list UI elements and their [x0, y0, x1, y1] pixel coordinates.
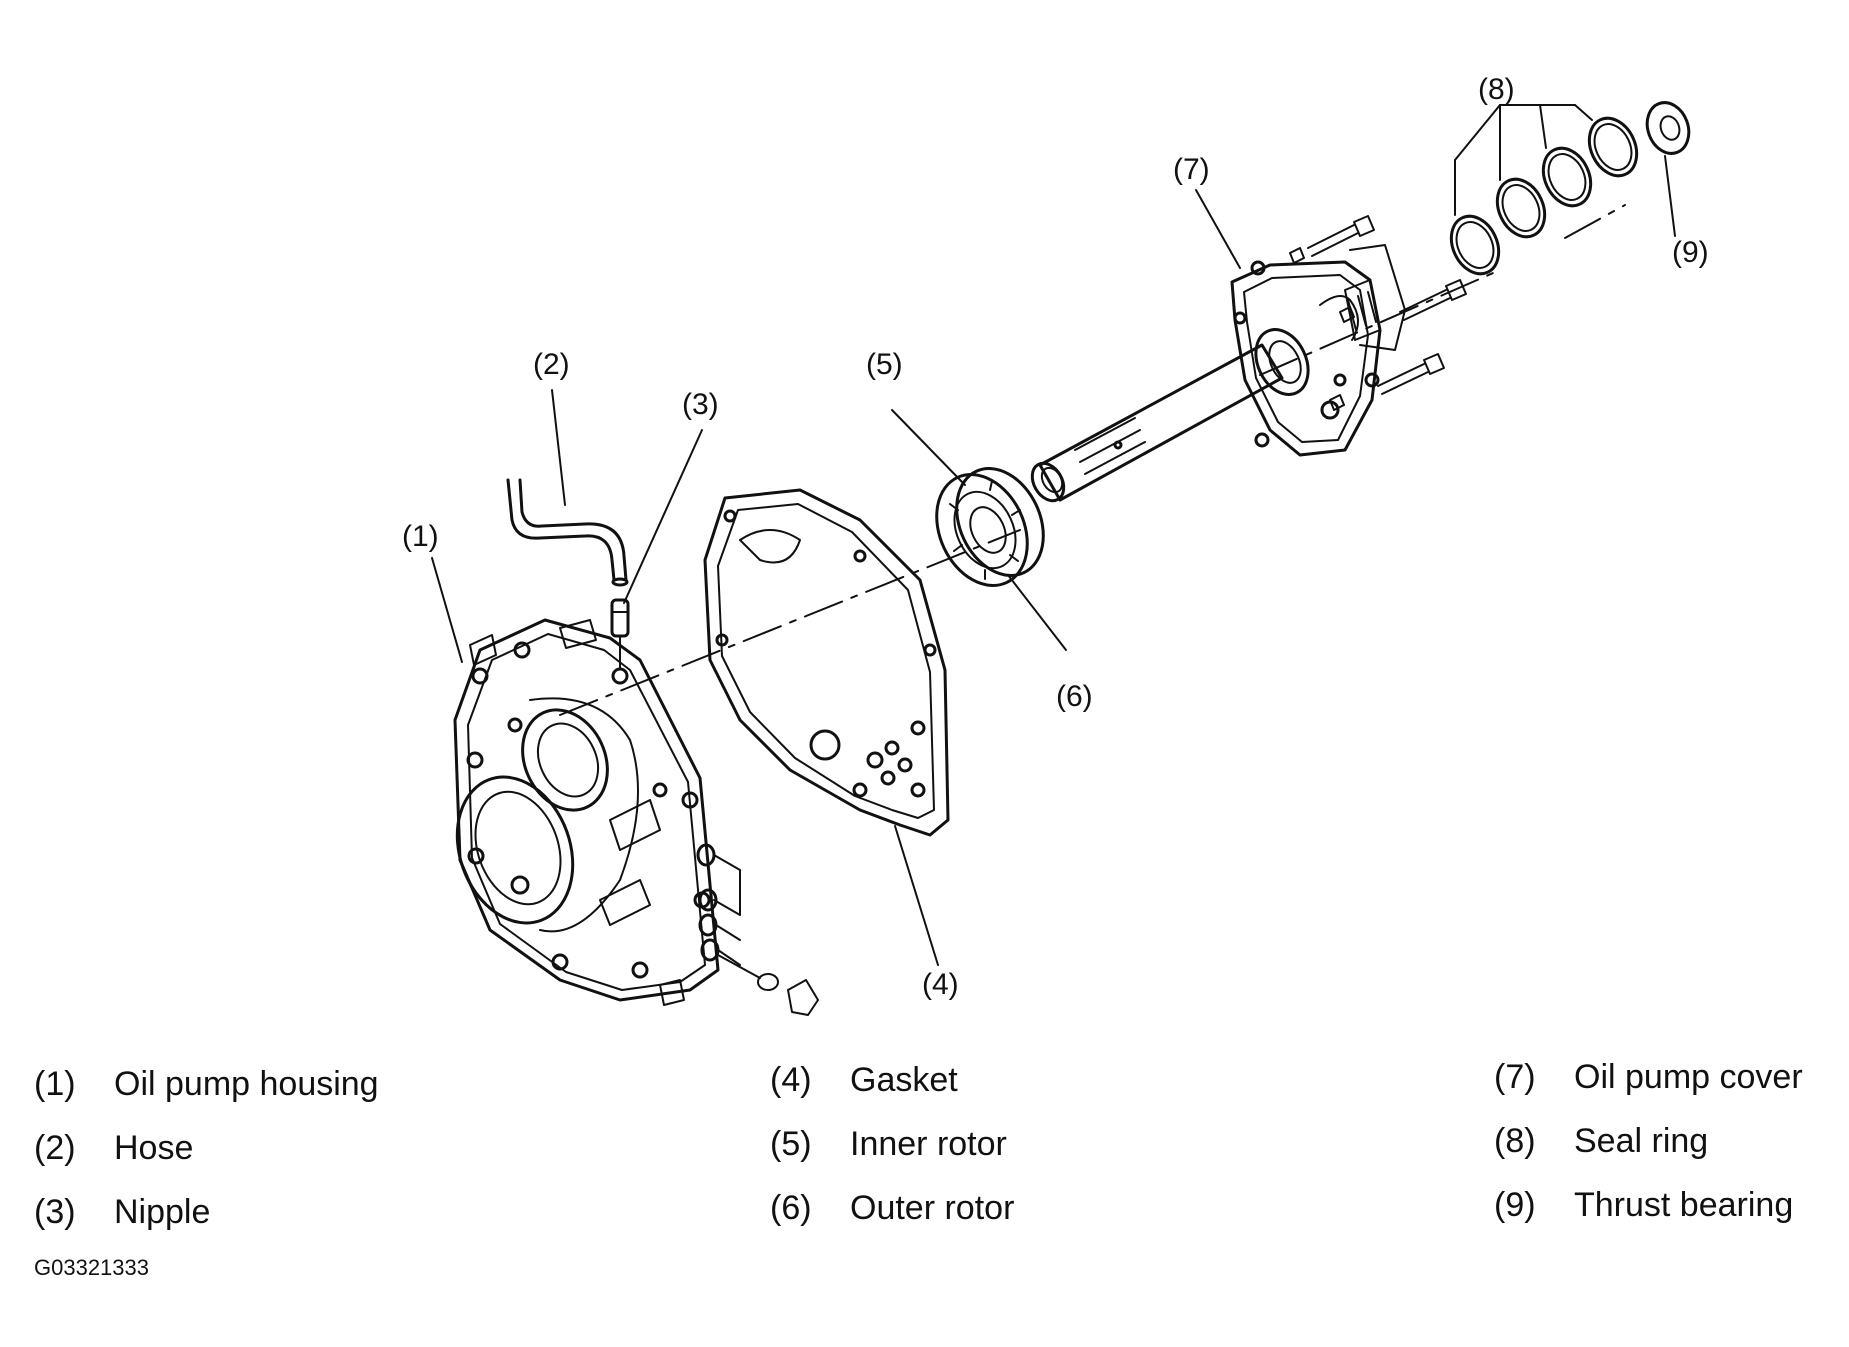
- legend-item: (1) Oil pump housing: [34, 1052, 379, 1116]
- legend-number: (4): [770, 1060, 812, 1099]
- legend-item: (6) Outer rotor: [770, 1176, 1014, 1240]
- thrust-bearing-part: [1645, 101, 1691, 155]
- callout-8: (8): [1478, 73, 1515, 106]
- nipple-part: [610, 598, 630, 669]
- legend-number: (3): [34, 1192, 76, 1231]
- legend-number: (7): [1494, 1057, 1536, 1096]
- legend-label: Nipple: [114, 1192, 211, 1231]
- callout-4: (4): [922, 968, 959, 1001]
- legend-label: Inner rotor: [850, 1124, 1007, 1163]
- legend-label: Thrust bearing: [1574, 1185, 1794, 1224]
- legend-label: Outer rotor: [850, 1188, 1015, 1227]
- legend-column-1: (1) Oil pump housing (2) Hose (3) Nipple: [34, 1052, 379, 1244]
- callout-3: (3): [682, 388, 719, 421]
- legend-number: (6): [770, 1188, 812, 1227]
- oil-pump-cover-part: [1030, 215, 1467, 503]
- center-axis-line: [559, 204, 1626, 716]
- legend-item: (2) Hose: [34, 1116, 379, 1180]
- legend-item: (5) Inner rotor: [770, 1112, 1014, 1176]
- legend-item: (7) Oil pump cover: [1494, 1045, 1803, 1109]
- oil-pump-housing-part: [453, 618, 819, 1016]
- callout-9: (9): [1672, 236, 1709, 269]
- legend-item: (8) Seal ring: [1494, 1109, 1803, 1173]
- callout-5: (5): [866, 348, 903, 381]
- legend-label: Seal ring: [1574, 1121, 1709, 1160]
- callout-6: (6): [1056, 680, 1093, 713]
- legend-number: (1): [34, 1064, 76, 1103]
- exploded-view-drawing: [431, 101, 1691, 1016]
- rotor-set-part: [935, 467, 1045, 587]
- legend-number: (9): [1494, 1185, 1536, 1224]
- callout-1: (1): [402, 520, 439, 553]
- legend-item: (4) Gasket: [770, 1048, 1014, 1112]
- legend-number: (8): [1494, 1121, 1536, 1160]
- legend-number: (5): [770, 1124, 812, 1163]
- callout-2: (2): [533, 348, 570, 381]
- hose-part: [506, 478, 629, 587]
- legend-label: Oil pump housing: [114, 1064, 379, 1103]
- gasket-part: [703, 488, 950, 837]
- legend-label: Oil pump cover: [1574, 1057, 1803, 1096]
- callout-7: (7): [1173, 153, 1210, 186]
- legend-column-3: (7) Oil pump cover (8) Seal ring (9) Thr…: [1494, 1045, 1803, 1237]
- leader-lines: [431, 104, 1676, 966]
- seal-rings-part: [1449, 116, 1639, 276]
- legend-number: (2): [34, 1128, 76, 1167]
- figure-id: G03321333: [34, 1255, 149, 1280]
- legend-label: Hose: [114, 1128, 194, 1167]
- legend-item: (9) Thrust bearing: [1494, 1173, 1803, 1237]
- legend-item: (3) Nipple: [34, 1180, 379, 1244]
- legend-column-2: (4) Gasket (5) Inner rotor (6) Outer rot…: [770, 1048, 1014, 1240]
- legend-label: Gasket: [850, 1060, 958, 1099]
